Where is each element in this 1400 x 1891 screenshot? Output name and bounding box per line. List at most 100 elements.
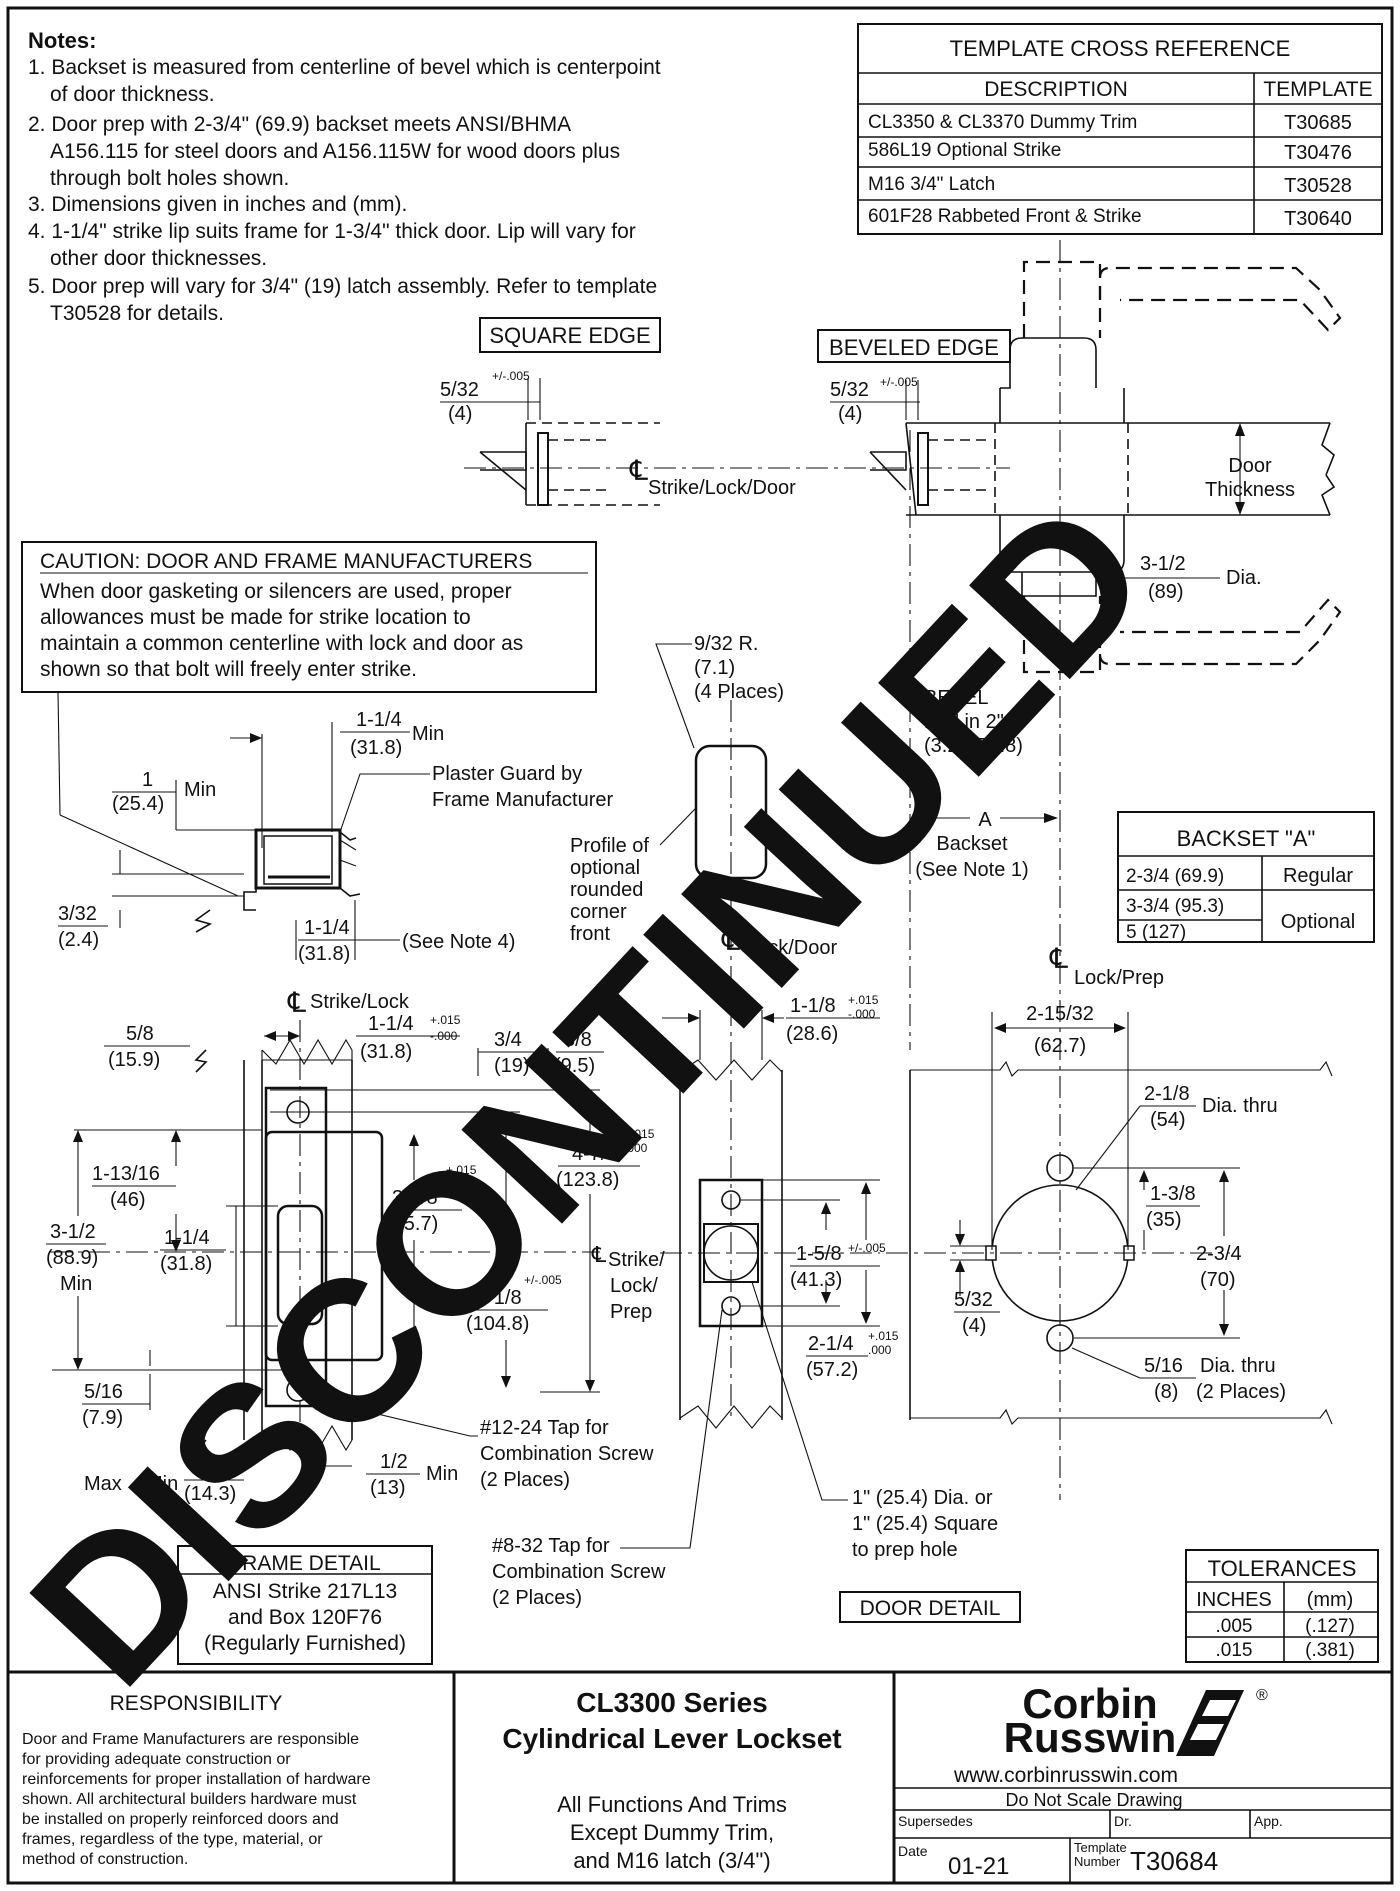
dim-label: 1-1/4 bbox=[356, 709, 402, 731]
xref-description: 601F28 Rabbeted Front & Strike bbox=[868, 206, 1142, 227]
cross-reference-title: TEMPLATE CROSS REFERENCE bbox=[950, 36, 1291, 61]
dim-tolerance: +.015 bbox=[848, 993, 879, 1007]
dim-label: 5/32 bbox=[440, 379, 479, 401]
bevel-label: BEVEL bbox=[924, 687, 988, 709]
beveled-edge-detail: BEVELED EDGE 5/32 +/-.005 (4) Door bbox=[817, 240, 1342, 1500]
frame-section-detail: 1-1/4 Min (31.8) Plaster Guard by Frame … bbox=[58, 709, 614, 965]
responsibility-line: reinforcements for proper installation o… bbox=[22, 1771, 371, 1788]
centerline-label: Strike/Lock bbox=[310, 991, 410, 1013]
dim-label: 1-3/8 bbox=[1150, 1183, 1196, 1205]
responsibility-line: for providing adequate construction or bbox=[22, 1751, 291, 1768]
dim-label: 1/2 bbox=[380, 1451, 408, 1473]
dim-tolerance: +.015 bbox=[868, 1329, 899, 1343]
dim-label: (31.8) bbox=[160, 1253, 212, 1275]
xref-template: T30640 bbox=[1284, 208, 1352, 230]
dim-label: (35) bbox=[1146, 1209, 1182, 1231]
centerline-label: Lock/Door bbox=[746, 937, 837, 959]
centerline-label: Prep bbox=[610, 1301, 652, 1323]
dim-label: 3-1/2 bbox=[50, 1221, 96, 1243]
square-edge-label: SQUARE EDGE bbox=[489, 323, 650, 348]
profile-label: corner bbox=[570, 901, 627, 923]
backset-size: 3-3/4 (95.3) bbox=[1126, 896, 1224, 917]
registered-mark: ® bbox=[1256, 1687, 1268, 1704]
tolerances-title: TOLERANCES bbox=[1208, 1556, 1357, 1581]
dim-label: Min bbox=[412, 723, 444, 745]
dim-label: (70) bbox=[1200, 1269, 1236, 1291]
dim-label: (4 Places) bbox=[694, 681, 784, 703]
dim-label: 5/32 bbox=[954, 1289, 993, 1311]
profile-label: optional bbox=[570, 857, 640, 879]
profile-label: Profile of bbox=[570, 835, 649, 857]
centerline-label: Lock/ bbox=[610, 1275, 658, 1297]
tolerance-inches: .005 bbox=[1216, 1616, 1253, 1637]
caution-line: shown so that bolt will freely enter str… bbox=[40, 658, 417, 681]
door-thickness-label: Thickness bbox=[1205, 479, 1295, 501]
dim-label: (13) bbox=[370, 1477, 406, 1499]
dim-label: (31.8) bbox=[298, 943, 350, 965]
dim-label: (9.5) bbox=[554, 1055, 595, 1077]
template-number: T30684 bbox=[1130, 1846, 1218, 1876]
drawn-by-label: Dr. bbox=[1114, 1813, 1132, 1829]
dim-label: 1-1/4 bbox=[304, 917, 350, 939]
dim-label: 5/8 bbox=[126, 1023, 154, 1045]
centerline-label: Lock/Prep bbox=[1074, 967, 1164, 989]
plaster-guard-label: Plaster Guard by bbox=[432, 763, 582, 785]
xref-template: T30528 bbox=[1284, 175, 1352, 197]
xref-description: CL3350 & CL3370 Dummy Trim bbox=[868, 112, 1137, 133]
backset-table-title: BACKSET "A" bbox=[1177, 826, 1316, 851]
dim-label: (28.6) bbox=[786, 1023, 838, 1045]
dim-label: (54) bbox=[1150, 1109, 1186, 1131]
door-thickness-label: Door bbox=[1228, 455, 1272, 477]
caution-line: allowances must be made for strike locat… bbox=[40, 606, 471, 629]
note-line: other door thicknesses. bbox=[50, 247, 267, 270]
dim-label: (14.3) bbox=[184, 1483, 236, 1505]
dim-label: 1 bbox=[142, 769, 153, 791]
dim-tolerance: -.000 bbox=[848, 1007, 876, 1021]
xref-description: M16 3/4" Latch bbox=[868, 174, 995, 195]
caution-box: CAUTION: DOOR AND FRAME MANUFACTURERS Wh… bbox=[21, 541, 597, 897]
dim-label: 4-1/8 bbox=[476, 1287, 522, 1309]
dim-label: Min bbox=[426, 1463, 458, 1485]
dim-tolerance: +/-.005 bbox=[524, 1273, 562, 1287]
dim-label: 3/8 bbox=[564, 1029, 592, 1051]
dim-label: Dia. thru bbox=[1200, 1355, 1276, 1377]
dim-label: Dia. thru bbox=[1202, 1095, 1278, 1117]
dim-label: (41.3) bbox=[790, 1269, 842, 1291]
prep-hole-note: to prep hole bbox=[852, 1539, 958, 1561]
tolerance-col: (mm) bbox=[1307, 1589, 1354, 1611]
backset-type: Regular bbox=[1283, 865, 1353, 887]
dim-label: (88.9) bbox=[46, 1247, 98, 1269]
centerline-symbol: ℄ bbox=[287, 987, 306, 1018]
frame-detail-title: FRAME DETAIL bbox=[229, 1552, 380, 1575]
col-description: DESCRIPTION bbox=[984, 78, 1128, 101]
dim-label: (7.1) bbox=[694, 657, 735, 679]
note-line: A156.115 for steel doors and A156.115W f… bbox=[50, 140, 620, 163]
tap-note: (2 Places) bbox=[480, 1469, 570, 1491]
note-line: 5. Door prep will vary for 3/4" (19) lat… bbox=[28, 275, 657, 298]
door-face-elevation: 2-15/32 (62.7) 2-1/8 (54) Dia. thru 1-3/… bbox=[886, 1003, 1333, 1425]
cross-reference-table: TEMPLATE CROSS REFERENCE DESCRIPTION TEM… bbox=[857, 23, 1383, 235]
dim-label: 1-5/8 bbox=[796, 1243, 842, 1265]
dim-label: Dia. bbox=[1226, 567, 1262, 589]
centerline-symbol: ℄ bbox=[721, 925, 740, 956]
dim-label: (25.4) bbox=[112, 793, 164, 815]
prep-hole-note: 1" (25.4) Square bbox=[852, 1513, 998, 1535]
dim-label: (8) bbox=[1154, 1381, 1178, 1403]
dim-label: (7.9) bbox=[82, 1407, 123, 1429]
title-block: RESPONSIBILITY Door and Frame Manufactur… bbox=[8, 1670, 1392, 1883]
tap-note: #12-24 Tap for bbox=[480, 1417, 609, 1439]
template-label: Template bbox=[1074, 1840, 1127, 1855]
dim-tolerance: .000 bbox=[624, 1141, 648, 1155]
responsibility-line: shown. All architectural builders hardwa… bbox=[22, 1791, 357, 1808]
frame-detail-line: and Box 120F76 bbox=[228, 1606, 382, 1629]
product-series: CL3300 Series bbox=[576, 1687, 767, 1718]
backset-dim: A Backset (See Note 1) ℄ Lock/Prep bbox=[909, 700, 1164, 1050]
frame-detail-box: FRAME DETAIL ANSI Strike 217L13 and Box … bbox=[177, 1545, 433, 1665]
website-text: www.corbinrusswin.com bbox=[953, 1764, 1178, 1787]
tolerance-col: INCHES bbox=[1196, 1589, 1272, 1611]
profile-detail: 9/32 R. (7.1) (4 Places) Profile of opti… bbox=[570, 633, 837, 1420]
col-template: TEMPLATE bbox=[1263, 78, 1372, 101]
backset-size: 5 (127) bbox=[1126, 922, 1186, 943]
profile-label: rounded bbox=[570, 879, 643, 901]
